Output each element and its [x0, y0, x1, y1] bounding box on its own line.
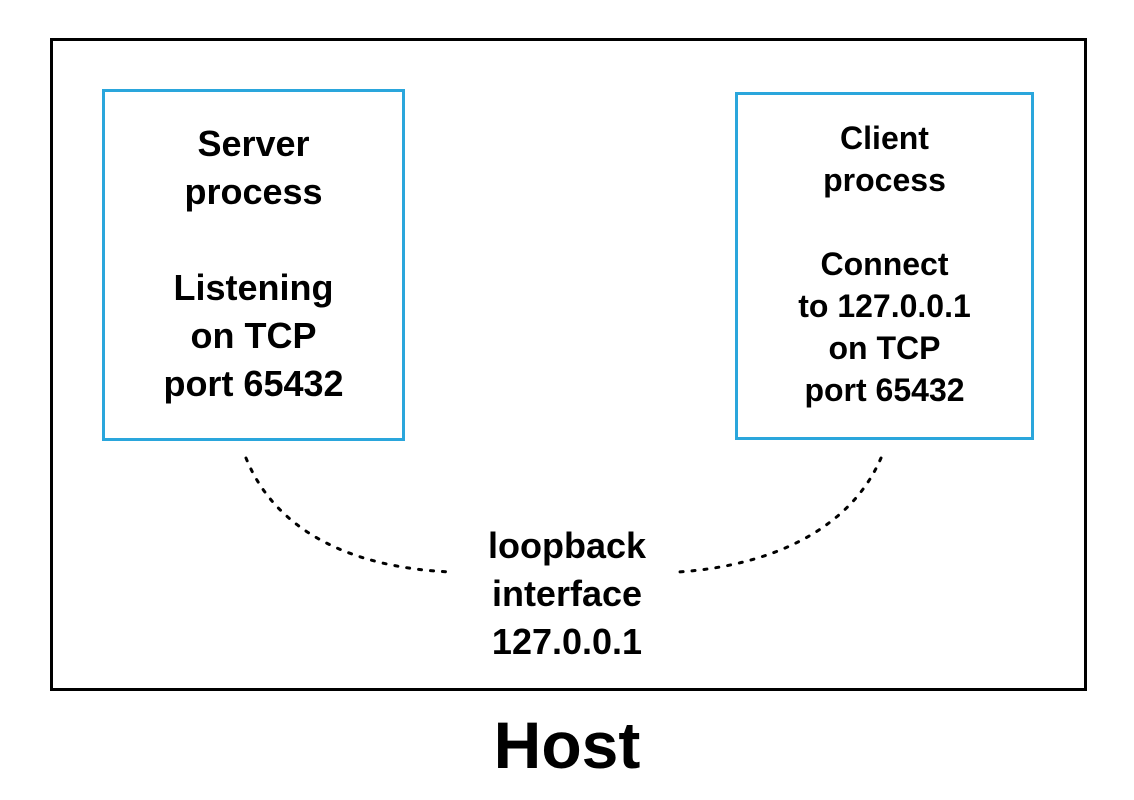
client-detail-line-4: port 65432 [804, 372, 965, 408]
client-detail-line-3: on TCP [828, 330, 941, 366]
client-process-box: Client process Connect to 127.0.0.1 on T… [735, 92, 1034, 440]
host-boundary [50, 38, 1087, 691]
server-process-box: Server process Listening on TCP port 654… [102, 89, 405, 441]
server-detail-line-2: on TCP [190, 315, 317, 356]
client-detail-line-2: to 127.0.0.1 [798, 288, 971, 324]
loopback-line-3: 127.0.0.1 [491, 621, 643, 662]
client-title-line-1: Client [840, 120, 929, 156]
loopback-line-1: loopback [487, 525, 647, 566]
server-detail-line-1: Listening [173, 267, 334, 308]
server-detail-line-3: port 65432 [163, 363, 344, 404]
host-label: Host [493, 708, 641, 782]
loopback-interface-label: loopback interface 127.0.0.1 [440, 522, 694, 666]
client-title-line-2: process [823, 162, 946, 198]
server-title-line-2: process [184, 171, 323, 212]
server-title-line-1: Server [197, 123, 310, 164]
loopback-line-2: interface [491, 573, 643, 614]
client-detail-line-1: Connect [820, 246, 949, 282]
